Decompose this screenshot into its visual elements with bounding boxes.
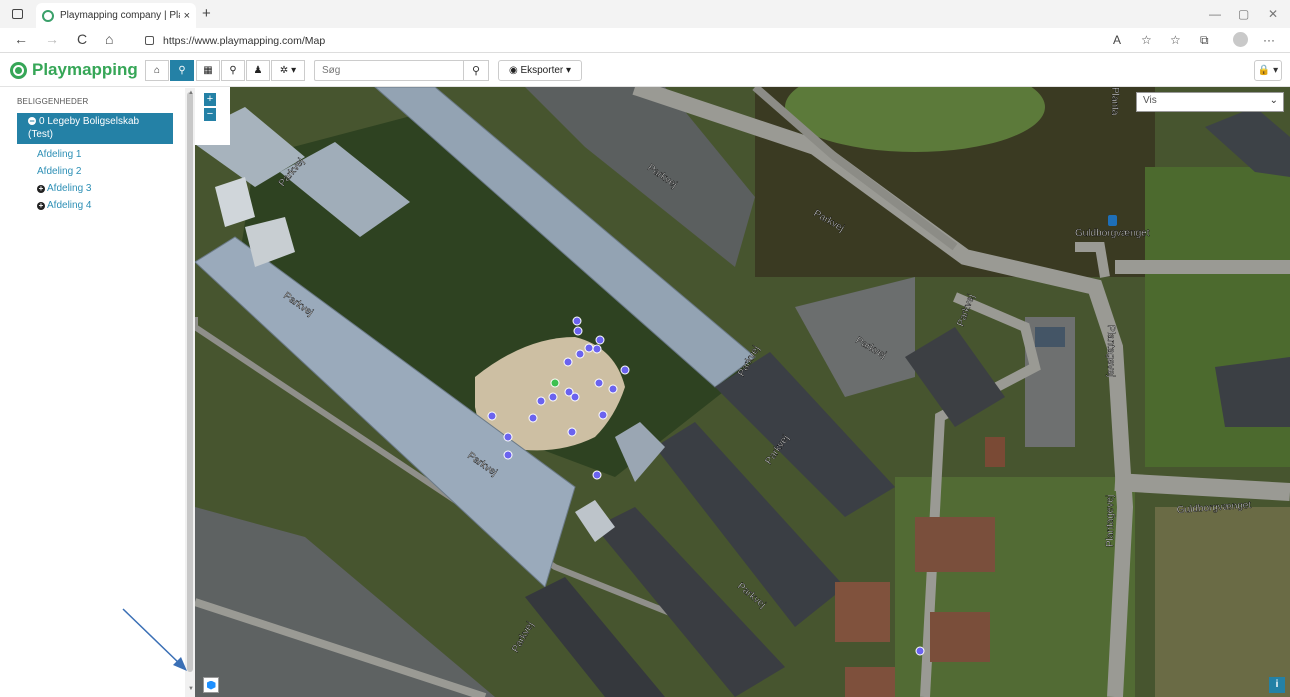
search-icon: ⚲ — [471, 65, 481, 77]
search-input[interactable] — [314, 60, 464, 81]
browser-tab-bar: Playmapping company | Playgro × + — ▢ ✕ — [0, 0, 1290, 28]
brand-name: Playmapping — [32, 60, 138, 79]
street-label: Guldborgvænget — [1176, 500, 1251, 516]
restore-button[interactable]: ▢ — [1238, 7, 1250, 21]
lock-icon — [145, 36, 154, 45]
annotation-arrow — [122, 608, 187, 671]
layers-button[interactable] — [203, 677, 219, 693]
browser-tab[interactable]: Playmapping company | Playgro × — [36, 3, 196, 28]
sidebar-item-afdeling-2[interactable]: Afdeling 2 — [37, 166, 82, 177]
zoom-icon: ⚲ — [229, 65, 237, 76]
tab-close-icon[interactable]: × — [183, 9, 190, 22]
vis-select[interactable]: Vis ⌄ — [1136, 92, 1284, 112]
home-icon: ⌂ — [153, 65, 161, 76]
favorites-icon[interactable]: ☆ — [1170, 33, 1181, 47]
search-button[interactable]: ⚲ — [463, 60, 489, 81]
grid-icon: ▦ — [203, 65, 213, 76]
street-label: Planta — [1109, 87, 1120, 116]
app-header: Playmapping ⌂ ⚲ ▦ ⚲ ♟ ✲ ▾ ⚲ ◉ Eksporter … — [0, 53, 1290, 87]
collapse-icon[interactable]: − — [28, 116, 36, 126]
sidebar-item-label: Afdeling 3 — [47, 183, 92, 194]
scroll-down-icon[interactable]: ▼ — [188, 686, 194, 692]
vis-select-value: Vis — [1143, 95, 1157, 106]
sidebar-item-afdeling-3[interactable]: +Afdeling 3 — [37, 183, 91, 194]
sidebar-item-selected[interactable]: −0 Legeby Boligselskab (Test) — [17, 113, 173, 144]
close-window-button[interactable]: ✕ — [1268, 7, 1279, 21]
minimize-button[interactable]: — — [1209, 7, 1221, 21]
sidebar-scrollbar[interactable] — [185, 88, 195, 697]
street-label: Plantagevej — [1105, 495, 1116, 547]
url-field[interactable]: https://www.playmapping.com/Map — [137, 30, 1067, 51]
home-button[interactable]: ⌂ — [105, 31, 114, 47]
address-bar: ← → C ⌂ https://www.playmapping.com/Map … — [0, 28, 1290, 53]
favicon-icon — [42, 9, 54, 22]
sidebar-heading: BELIGGENHEDER — [17, 97, 89, 106]
map-view[interactable]: Parkvej Parkvej Parkvej Parkvej Parkvej … — [195, 87, 1290, 697]
playground-equipment-markers[interactable] — [487, 316, 925, 656]
info-button[interactable]: i — [1269, 677, 1285, 693]
expand-icon[interactable]: + — [37, 201, 45, 210]
reload-button[interactable]: C — [77, 31, 88, 47]
brand-logo[interactable]: Playmapping — [10, 60, 138, 80]
home-tool-button[interactable]: ⌂ — [145, 60, 169, 81]
map-tool-button[interactable]: ⚲ — [170, 60, 194, 81]
sidebar-item-afdeling-4[interactable]: +Afdeling 4 — [37, 200, 91, 211]
profile-avatar[interactable] — [1233, 32, 1248, 47]
lock-icon: 🔒 ▾ — [1257, 65, 1279, 76]
satellite-map[interactable]: Parkvej Parkvej Parkvej Parkvej Parkvej … — [195, 87, 1290, 697]
tab-actions-icon[interactable] — [12, 9, 23, 19]
user-icon: ♟ — [253, 65, 263, 76]
user-tool-button[interactable]: ♟ — [246, 60, 270, 81]
more-menu-icon[interactable]: ··· — [1263, 33, 1275, 47]
layers-icon — [206, 680, 216, 690]
expand-icon[interactable]: + — [37, 184, 45, 193]
sidebar-item-label: Afdeling 4 — [47, 200, 92, 211]
scrollbar-thumb[interactable] — [187, 92, 193, 672]
street-label: Guldborgvænget — [1075, 228, 1150, 239]
read-aloud-icon[interactable]: A — [1113, 33, 1122, 47]
zoom-in-button[interactable]: + — [204, 93, 216, 106]
zoom-tool-button[interactable]: ⚲ — [221, 60, 245, 81]
gear-icon: ✲ ▾ — [279, 65, 297, 76]
forward-button[interactable]: → — [45, 31, 59, 47]
zoom-out-button[interactable]: − — [204, 108, 216, 121]
add-favorite-icon[interactable]: ☆ — [1141, 33, 1152, 47]
chevron-down-icon: ⌄ — [1269, 95, 1278, 106]
bus-stop-icon — [1108, 215, 1117, 226]
tab-title: Playmapping company | Playgro — [60, 10, 180, 21]
street-label: Plantagevej — [1105, 325, 1116, 377]
back-button[interactable]: ← — [14, 31, 28, 47]
zoom-controls: + − — [195, 87, 230, 145]
map-marker-icon: ⚲ — [178, 65, 186, 76]
collections-icon[interactable]: ⧉ — [1200, 33, 1209, 47]
export-dropdown-button[interactable]: ◉ Eksporter ▾ — [498, 60, 582, 81]
lock-dropdown-button[interactable]: 🔒 ▾ — [1254, 60, 1282, 81]
grid-tool-button[interactable]: ▦ — [196, 60, 220, 81]
selected-sublabel: (Test) — [28, 129, 53, 140]
sidebar-item-afdeling-1[interactable]: Afdeling 1 — [37, 149, 82, 160]
url-text: https://www.playmapping.com/Map — [163, 34, 326, 47]
scroll-up-icon[interactable]: ▲ — [188, 90, 194, 96]
new-tab-button[interactable]: + — [202, 5, 211, 22]
selected-label: 0 Legeby Boligselskab — [39, 116, 140, 127]
locations-sidebar: BELIGGENHEDER −0 Legeby Boligselskab (Te… — [0, 88, 185, 697]
playmapping-logo-icon — [10, 61, 27, 79]
settings-dropdown-button[interactable]: ✲ ▾ — [271, 60, 305, 81]
